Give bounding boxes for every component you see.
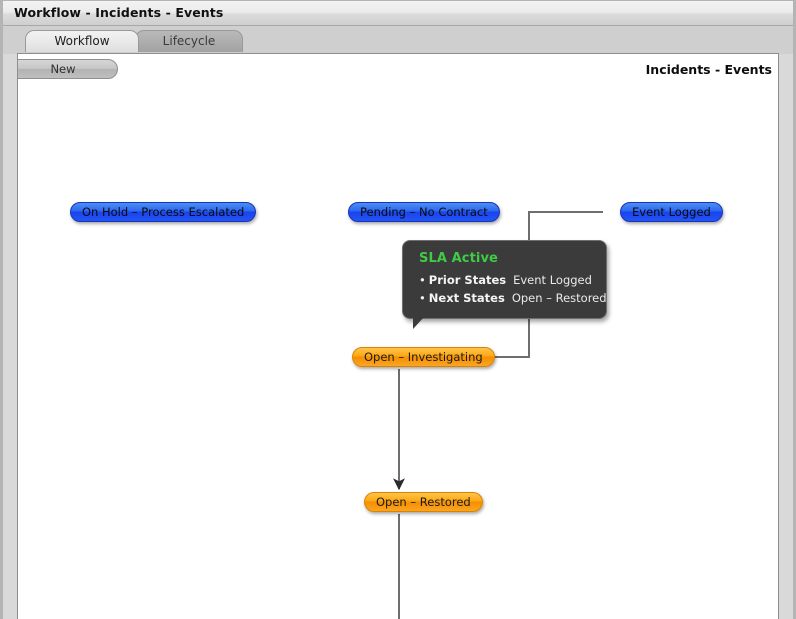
tooltip-label-prior-states: Prior States	[428, 273, 507, 287]
state-node-open-restored[interactable]: Open – Restored	[364, 492, 483, 512]
tab-workflow[interactable]: Workflow	[25, 30, 139, 52]
page-title: Incidents - Events	[645, 62, 772, 77]
bullet-icon: •	[419, 273, 426, 287]
title-bar: Workflow - Incidents - Events	[3, 1, 793, 26]
state-node-event-logged[interactable]: Event Logged	[620, 202, 723, 222]
new-button[interactable]: New	[18, 59, 118, 79]
tab-strip: Workflow Lifecycle	[3, 26, 793, 53]
window-title: Workflow - Incidents - Events	[14, 5, 224, 20]
state-node-pending-no-contract[interactable]: Pending – No Contract	[348, 202, 500, 222]
bullet-icon: •	[419, 291, 426, 305]
tab-lifecycle[interactable]: Lifecycle	[135, 30, 243, 52]
tooltip-value-next-states: Open – Restored	[511, 291, 607, 305]
tooltip-label-next-states: Next States	[428, 291, 505, 305]
tooltip-tail	[413, 317, 424, 329]
tooltip-row-next-states: •Next States Open – Restored	[419, 291, 607, 305]
tooltip-value-prior-states: Event Logged	[513, 273, 592, 287]
tooltip-title: SLA Active	[419, 251, 498, 266]
tooltip-row-prior-states: •Prior States Event Logged	[419, 273, 594, 287]
sla-tooltip: SLA Active •Prior States Event Logged •Ne…	[402, 240, 607, 329]
content-panel: New Incidents - Events	[17, 53, 779, 619]
state-node-open-investigating[interactable]: Open – Investigating	[352, 347, 495, 367]
state-node-on-hold-process-escalated[interactable]: On Hold – Process Escalated	[70, 202, 257, 222]
toolbar: New Incidents - Events	[18, 54, 778, 85]
workflow-canvas[interactable]: On Hold – Process Escalated Pending – No…	[18, 85, 778, 619]
